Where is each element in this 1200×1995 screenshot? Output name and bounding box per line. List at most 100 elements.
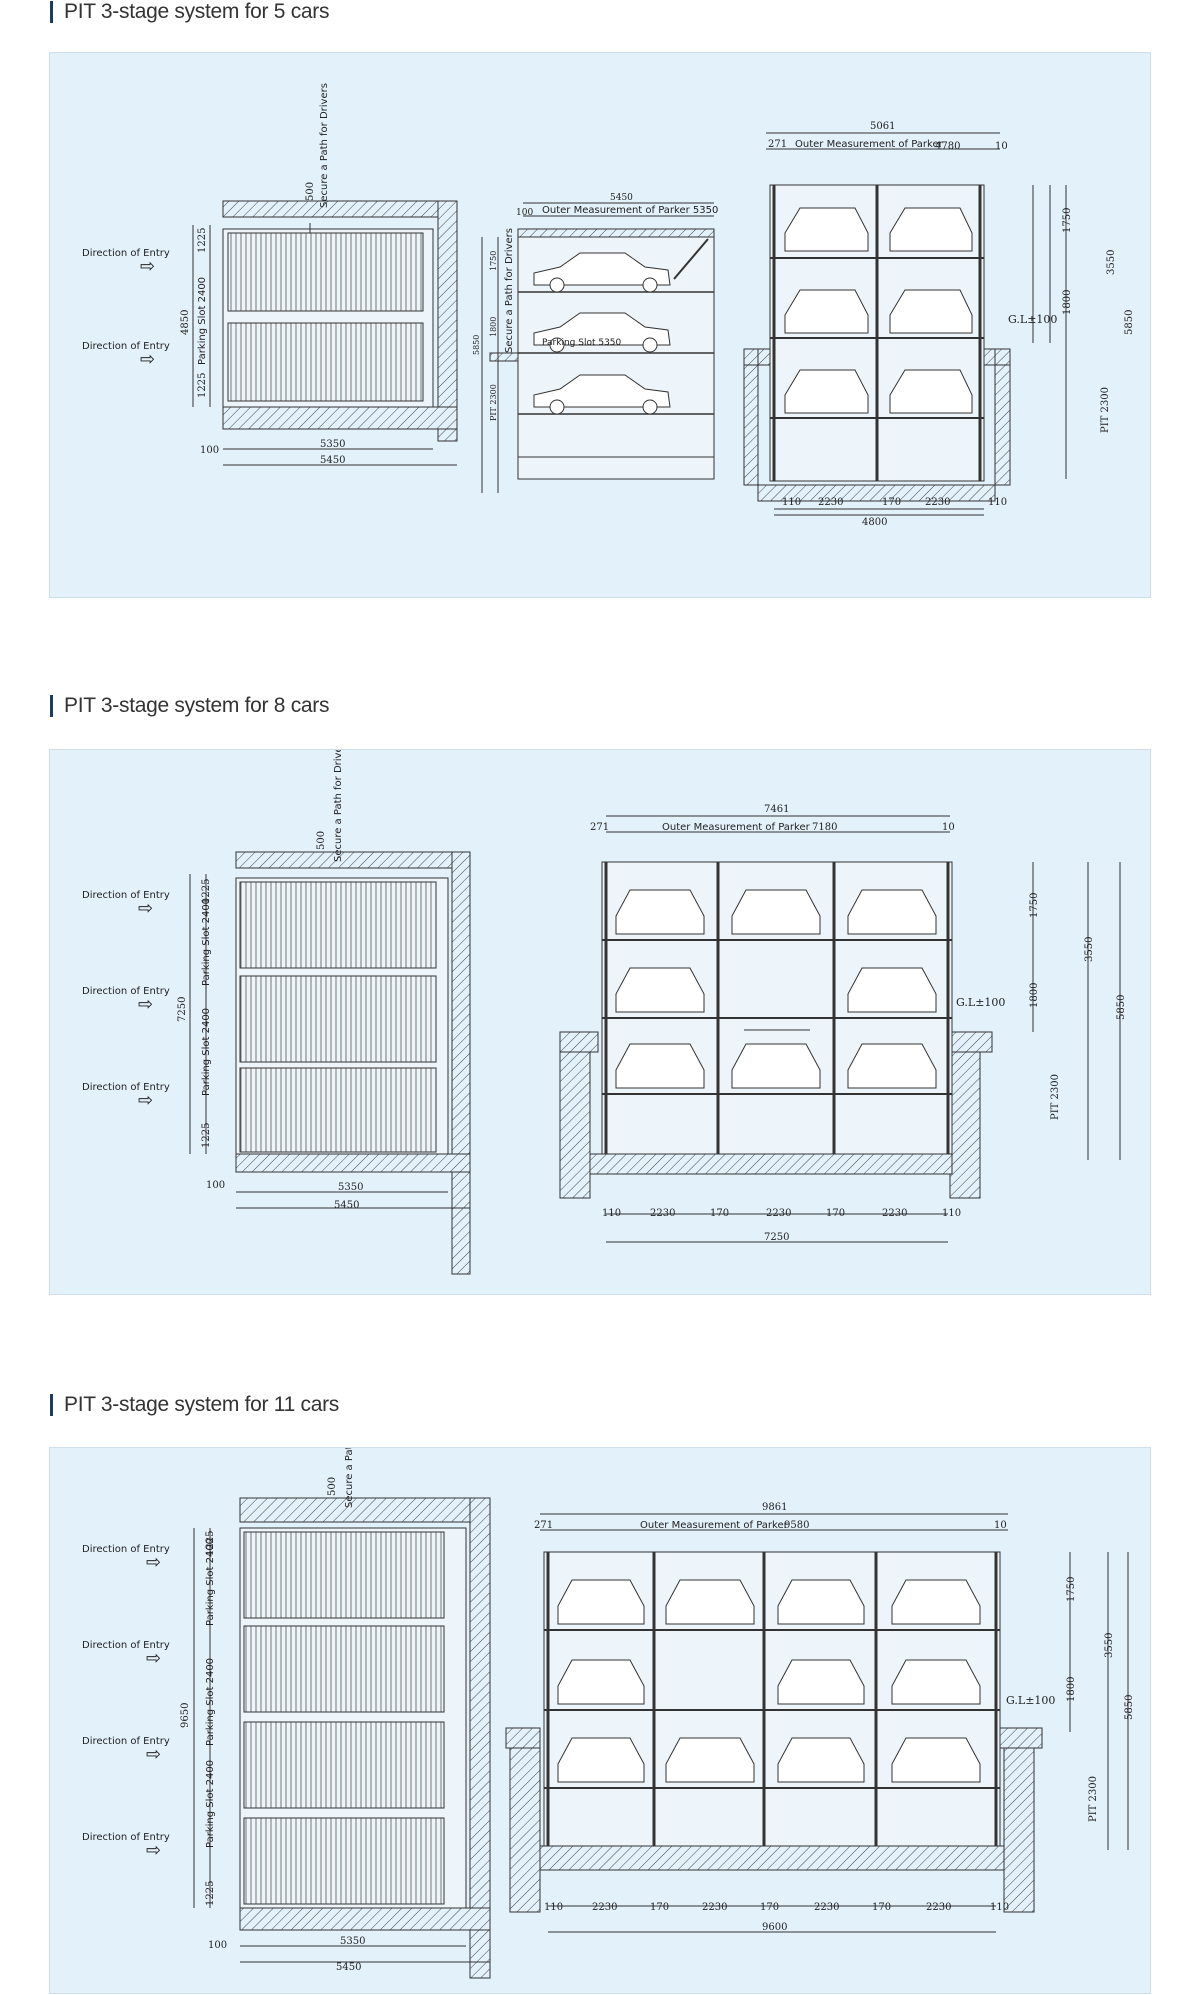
- dim-slot: Parking Slot 2400: [197, 277, 208, 365]
- front-view: 5061 271 Outer Measurement of Parker 478…: [743, 121, 1135, 528]
- dim-bottom: 2230: [592, 1902, 617, 1913]
- dim-outer-label: Outer Measurement of Parker: [795, 139, 944, 150]
- path-label: Secure a Path for Drivers: [319, 83, 330, 208]
- entry-label: Direction of Entry: [82, 1082, 170, 1093]
- dim-outer-val: 7180: [812, 822, 837, 833]
- dim-total-h: 4850: [180, 310, 191, 335]
- section-title: PIT 3-stage system for 5 cars: [50, 0, 329, 26]
- dim-bottom: 2230: [925, 497, 950, 508]
- dim-side-outer: Outer Measurement of Parker 5350: [542, 205, 718, 216]
- section-title-text: PIT 3-stage system for 8 cars: [64, 694, 330, 717]
- dim-bottom: 2230: [882, 1208, 907, 1219]
- arrow-icon: ⇨: [138, 898, 153, 919]
- dim-bottom: 170: [760, 1902, 779, 1913]
- dim-h-total: 5850: [1116, 995, 1127, 1020]
- section-title-text: PIT 3-stage system for 5 cars: [64, 0, 330, 23]
- title-bar: [50, 695, 53, 717]
- entry-label: Direction of Entry: [82, 248, 170, 259]
- dim-slot: Parking Slot 2400: [205, 1760, 216, 1848]
- path-width: 500: [327, 1477, 338, 1496]
- dim-inner-w: 5350: [340, 1936, 365, 1947]
- diagram-panel-8-cars: Direction of Entry ⇨ Direction of Entry …: [49, 749, 1151, 1295]
- car-front: [615, 889, 937, 1089]
- front-view: 9861 271 Outer Measurement of Parker 958…: [505, 1502, 1135, 1933]
- dim-front-small-left: 271: [534, 1520, 553, 1531]
- dim-bottom: 110: [602, 1208, 621, 1219]
- dim-h-total: 5850: [1124, 310, 1135, 335]
- dim-bottom: 110: [988, 497, 1007, 508]
- dim-bottom: 2230: [650, 1208, 675, 1219]
- plan-view: Direction of Entry ⇨ Direction of Entry …: [82, 1448, 491, 1979]
- dim-h-upper: 3550: [1106, 250, 1117, 275]
- arrow-icon: ⇨: [138, 994, 153, 1015]
- dim-h-upper: 3550: [1104, 1633, 1115, 1658]
- front-view: 7461 271 Outer Measurement of Parker 718…: [559, 804, 1127, 1243]
- dim-bottom: 2230: [926, 1902, 951, 1913]
- dim-front-small-left: 271: [768, 139, 787, 150]
- entry-label: Direction of Entry: [82, 890, 170, 901]
- car-side: [533, 374, 671, 415]
- entry-label: Direction of Entry: [82, 1832, 170, 1843]
- dim-front-small-right: 10: [942, 822, 955, 833]
- dim-h-total: 5850: [1124, 1695, 1135, 1720]
- dim-pit: PIT 2300: [1088, 1776, 1099, 1822]
- dim-bottom-left: 100: [200, 445, 219, 456]
- dim-pit: PIT 2300: [1050, 1074, 1061, 1120]
- dim-bottom: 170: [882, 497, 901, 508]
- dim-outer-val: 9580: [784, 1520, 809, 1531]
- section-title: PIT 3-stage system for 11 cars: [50, 1391, 339, 1419]
- dim-inner-w: 5350: [338, 1182, 363, 1193]
- dim-h-upper: 3550: [1084, 937, 1095, 962]
- arrow-icon: ⇨: [140, 256, 155, 277]
- gl-label: G.L±100: [1006, 1694, 1055, 1707]
- dim-edge: 1225: [201, 879, 212, 904]
- dim-h1: 1750: [1066, 1577, 1077, 1602]
- gl-label: G.L±100: [1008, 313, 1057, 326]
- dim-outer-label: Outer Measurement of Parker: [662, 822, 811, 833]
- dim-bottom: 170: [826, 1208, 845, 1219]
- title-bar: [50, 1, 53, 23]
- arrow-icon: ⇨: [146, 1648, 161, 1669]
- drawing-11-cars: Direction of Entry ⇨ Direction of Entry …: [82, 1448, 1135, 1979]
- dim-bottom: 2230: [818, 497, 843, 508]
- arrow-icon: ⇨: [146, 1840, 161, 1861]
- title-bar: [50, 1394, 53, 1416]
- dim-bottom-total: 9600: [762, 1922, 787, 1933]
- dim-edge: 1225: [197, 373, 208, 398]
- dim-front-small-right: 10: [994, 1520, 1007, 1531]
- dim-h2: 1800: [1066, 1677, 1077, 1702]
- car-side: [533, 252, 671, 293]
- dim-side-h2: 1800: [489, 317, 498, 337]
- dim-bottom: 2230: [702, 1902, 727, 1913]
- side-view: 5450 100 Outer Measurement of Parker 535…: [472, 193, 718, 493]
- dim-side-top: 5450: [610, 193, 633, 203]
- plan-view: Direction of Entry ⇨ Direction of Entry …: [82, 83, 458, 466]
- car-side: [533, 312, 671, 353]
- entry-label: Direction of Entry: [82, 341, 170, 352]
- section-title-text: PIT 3-stage system for 11 cars: [64, 1393, 339, 1416]
- dim-h1: 1750: [1029, 893, 1040, 918]
- dim-bottom: 170: [650, 1902, 669, 1913]
- dim-outer-val: 4780: [935, 141, 960, 152]
- dim-edge: 1225: [197, 228, 208, 253]
- dim-front-top: 5061: [870, 121, 895, 132]
- arrow-icon: ⇨: [146, 1552, 161, 1573]
- entry-label: Direction of Entry: [82, 1640, 170, 1651]
- arrow-icon: ⇨: [146, 1744, 161, 1765]
- dim-total-h: 9650: [180, 1703, 191, 1728]
- drawing-5-cars: Direction of Entry ⇨ Direction of Entry …: [82, 83, 1135, 528]
- dim-front-small-right: 10: [995, 141, 1008, 152]
- section-title: PIT 3-stage system for 8 cars: [50, 692, 329, 720]
- dim-outer-w: 5450: [320, 455, 345, 466]
- entry-label: Direction of Entry: [82, 1544, 170, 1555]
- dim-slot: Parking Slot 2400: [205, 1658, 216, 1746]
- path-label: Secure a Path for Drivers: [344, 1448, 355, 1508]
- path-width: 500: [316, 831, 327, 850]
- dim-pit: PIT 2300: [1100, 387, 1111, 433]
- car-front: [784, 207, 973, 414]
- plan-view: Direction of Entry ⇨ Direction of Entry …: [82, 750, 471, 1275]
- gl-label: G.L±100: [956, 996, 1005, 1009]
- diagram-panel-5-cars: Direction of Entry ⇨ Direction of Entry …: [49, 52, 1151, 598]
- path-label: Secure a Path for Drivers: [333, 750, 344, 862]
- dim-inner-w: 5350: [320, 439, 345, 450]
